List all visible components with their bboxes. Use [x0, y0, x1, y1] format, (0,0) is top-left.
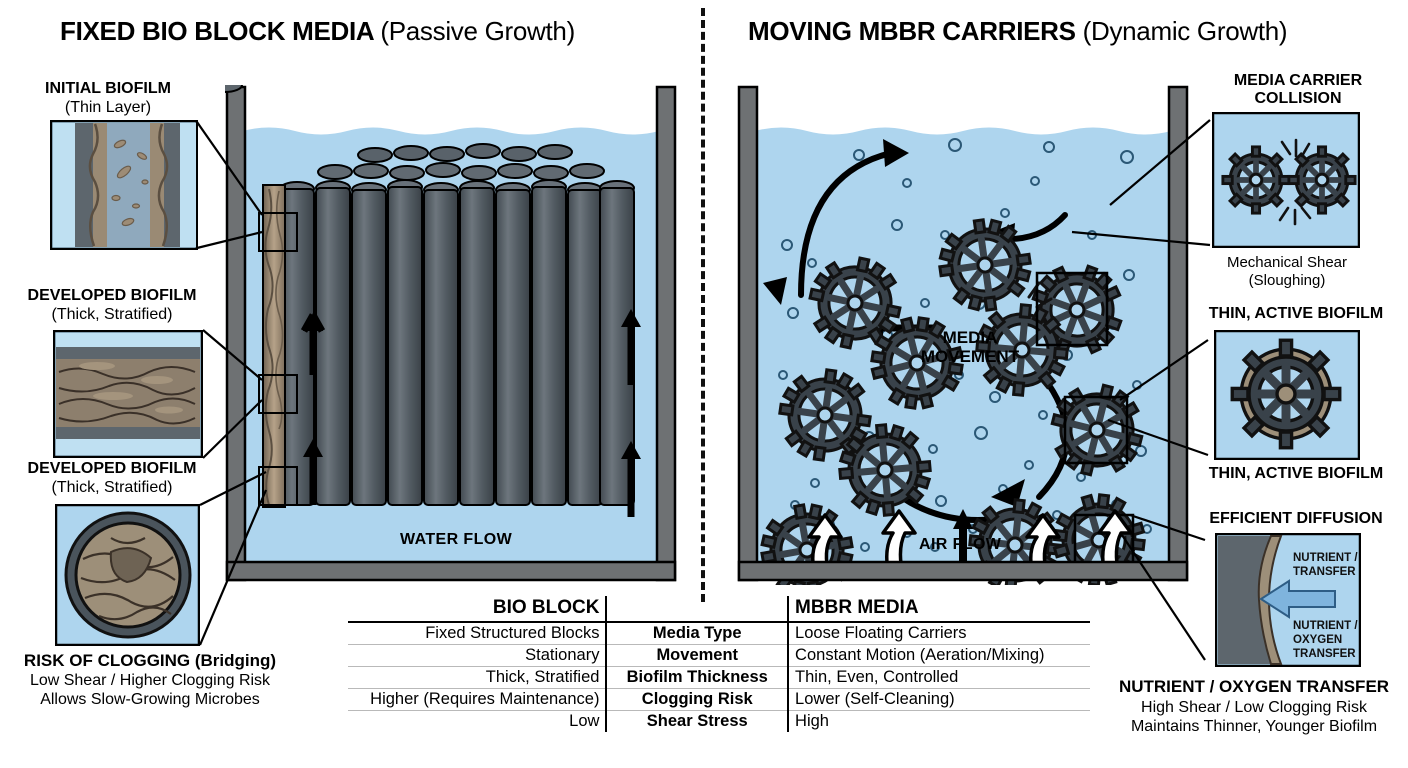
clogging-title: RISK OF CLOGGING (Bridging) [23, 651, 277, 670]
left-panel-title-bold: FIXED BIO BLOCK MEDIA [60, 16, 374, 46]
row-0-attr: Media Type [605, 622, 790, 645]
table-row: Thick, Stratified Biofilm Thickness Thin… [348, 666, 1090, 689]
right-panel-title-sub: (Dynamic Growth) [1082, 16, 1288, 46]
diffusion-text-2: TRANSFER [1293, 566, 1356, 578]
developed-biofilm-title-2: DEVELOPED BIOFILM [27, 460, 197, 477]
collision-panel [1212, 112, 1360, 248]
table-row: Higher (Requires Maintenance) Clogging R… [348, 688, 1090, 711]
comparison-table: BIO BLOCK MBBR MEDIA Fixed Structured Bl… [348, 596, 1090, 732]
diffusion-text-3: NUTRIENT / [1293, 620, 1358, 632]
impact-spark-icon [1278, 138, 1312, 226]
row-0-left: Fixed Structured Blocks [425, 624, 600, 642]
row-2-left: Thick, Stratified [485, 668, 600, 686]
row-1-left: Stationary [525, 646, 600, 664]
zoom-box-developed [258, 374, 298, 414]
row-1-right: Constant Motion (Aeration/Mixing) [795, 646, 1045, 664]
mbbr-tank [737, 85, 1189, 585]
developed-biofilm-panel [53, 330, 203, 458]
clogging-line-2: Allows Slow-Growing Microbes [40, 691, 260, 708]
developed-biofilm-subtitle-2: (Thick, Stratified) [51, 479, 173, 496]
nutrient-line-1: High Shear / Low Clogging Risk [1141, 699, 1367, 716]
nutrient-line-2: Maintains Thinner, Younger Biofilm [1130, 718, 1378, 735]
left-panel-title-sub: (Passive Growth) [380, 16, 575, 46]
row-4-left: Low [569, 712, 600, 730]
thin-active-biofilm-title-bottom: THIN, ACTIVE BIOFILM [1208, 465, 1384, 482]
table-row: Stationary Movement Constant Motion (Aer… [348, 644, 1090, 667]
thin-active-biofilm-panel [1214, 330, 1360, 460]
row-0-right: Loose Floating Carriers [795, 624, 967, 642]
row-3-right: Lower (Self-Cleaning) [795, 690, 955, 708]
table-row: Low Shear Stress High [348, 710, 1090, 732]
table-header-attribute [605, 596, 790, 622]
table-header-bio-block: BIO BLOCK [492, 597, 600, 618]
diffusion-text-5: TRANSFER [1293, 648, 1356, 660]
row-3-attr: Clogging Risk [605, 688, 790, 711]
row-3-left: Higher (Requires Maintenance) [370, 690, 600, 708]
row-2-right: Thin, Even, Controlled [795, 668, 959, 686]
media-movement-line2: MOVEMENT [920, 347, 1020, 366]
initial-biofilm-subtitle: (Thin Layer) [64, 99, 152, 116]
nutrient-transfer-title: NUTRIENT / OXYGEN TRANSFER [1118, 677, 1390, 696]
right-panel-title: MOVING MBBR CARRIERS (Dynamic Growth) [748, 16, 1288, 47]
collision-title-line2: COLLISION [1254, 90, 1342, 107]
diffusion-text-4: OXYGEN [1293, 634, 1342, 646]
media-movement-line1: MEDIA [942, 328, 998, 347]
media-movement-label: MEDIA MOVEMENT [895, 328, 1045, 366]
collision-sub-line1: Mechanical Shear [1226, 254, 1348, 271]
collision-title-line1: MEDIA CARRIER [1233, 72, 1363, 89]
developed-biofilm-subtitle: (Thick, Stratified) [51, 306, 173, 323]
water-flow-label: WATER FLOW [400, 531, 513, 548]
row-4-attr: Shear Stress [605, 710, 790, 732]
comparison-table-body: BIO BLOCK MBBR MEDIA Fixed Structured Bl… [348, 596, 1090, 732]
table-header-row: BIO BLOCK MBBR MEDIA [348, 596, 1090, 622]
clogging-panel [55, 504, 200, 646]
zoom-box-collision [1035, 271, 1109, 347]
developed-biofilm-title: DEVELOPED BIOFILM [27, 287, 197, 304]
efficient-diffusion-panel: NUTRIENT / TRANSFER NUTRIENT / OXYGEN TR… [1215, 533, 1361, 667]
diffusion-arrow-icon [1259, 579, 1336, 619]
diffusion-text-1: NUTRIENT / [1293, 552, 1358, 564]
table-header-mbbr-media: MBBR MEDIA [795, 597, 919, 618]
initial-biofilm-title: INITIAL BIOFILM [45, 80, 171, 97]
table-row: Fixed Structured Blocks Media Type Loose… [348, 622, 1090, 645]
right-panel-title-bold: MOVING MBBR CARRIERS [748, 16, 1076, 46]
collision-sub-line2: (Sloughing) [1248, 272, 1326, 289]
efficient-diffusion-title: EFFICIENT DIFFUSION [1209, 510, 1383, 527]
left-panel-title: FIXED BIO BLOCK MEDIA (Passive Growth) [60, 16, 575, 47]
zoom-box-clog [258, 466, 298, 506]
panel-divider [701, 8, 705, 602]
thin-active-biofilm-title-top: THIN, ACTIVE BIOFILM [1208, 305, 1384, 322]
clogging-line-1: Low Shear / Higher Clogging Risk [29, 672, 271, 689]
zoom-box-thin-biofilm [1063, 395, 1129, 465]
air-flow-label: AIR FLOW [919, 536, 1002, 553]
row-4-right: High [795, 712, 829, 730]
initial-biofilm-panel [50, 120, 198, 250]
row-2-attr: Biofilm Thickness [605, 666, 790, 689]
row-1-attr: Movement [605, 644, 790, 667]
bio-block-tank [225, 85, 677, 582]
